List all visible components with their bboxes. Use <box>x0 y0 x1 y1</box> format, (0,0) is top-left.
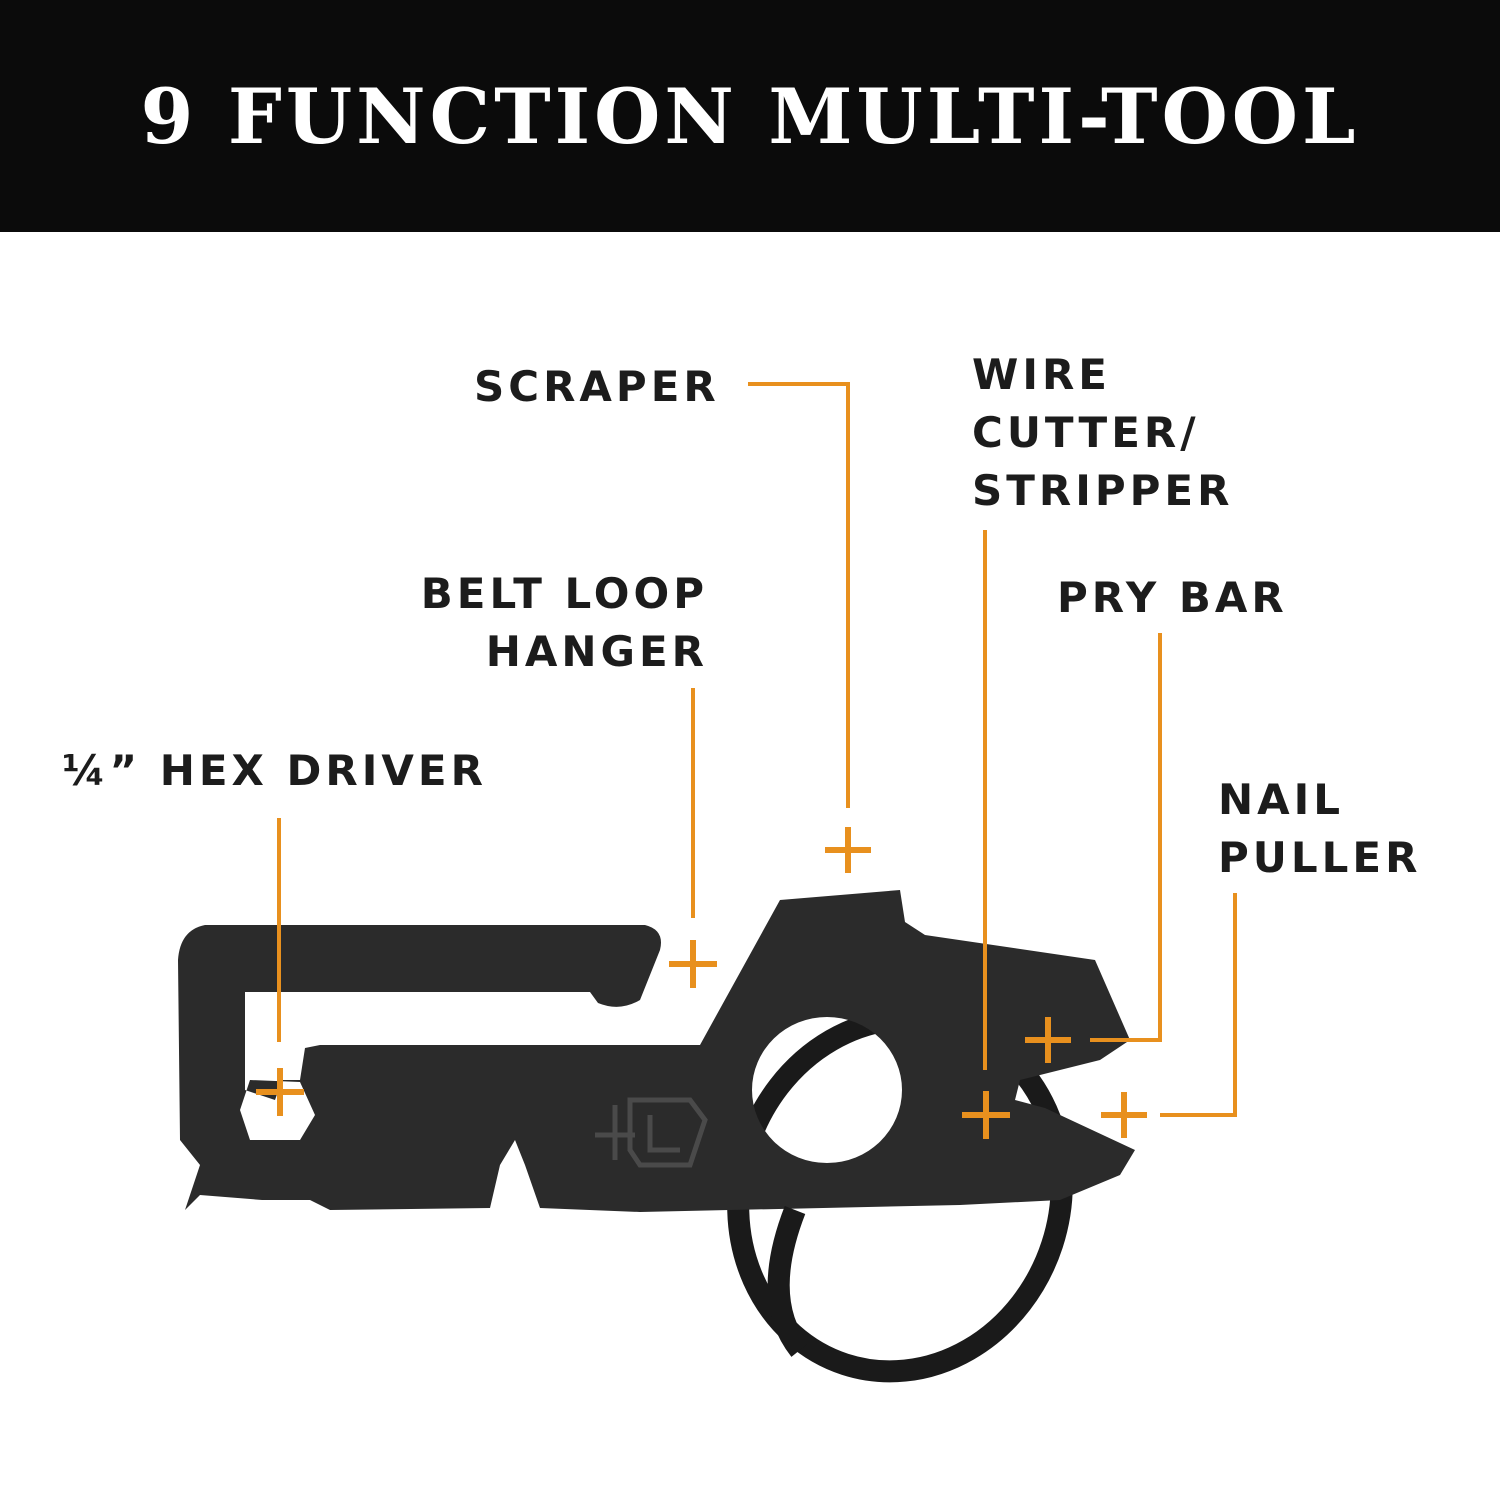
label-nail-puller: NAIL PULLER <box>1218 775 1422 882</box>
nail-puller-leader-line <box>1160 893 1237 1117</box>
key-ring-front <box>767 1206 809 1357</box>
header-band: 9 FUNCTION MULTI-TOOL <box>0 0 1500 232</box>
brand-logo-icon <box>595 1097 708 1168</box>
label-hex-driver: ¼” HEX DRIVER <box>62 746 487 795</box>
scraper-marker-icon <box>825 827 871 873</box>
label-pry-bar: PRY BAR <box>1057 573 1288 622</box>
wire-cutter-marker-icon <box>962 1091 1010 1139</box>
nail-puller-marker-icon <box>1101 1092 1147 1138</box>
pry-bar-marker-icon <box>1025 1017 1071 1063</box>
multi-tool-body <box>178 890 1135 1212</box>
label-wire-cutter-stripper: WIRE CUTTER/ STRIPPER <box>972 350 1234 515</box>
pry-bar-leader-line <box>1090 633 1162 1042</box>
label-scraper: SCRAPER <box>474 362 720 411</box>
page-title: 9 FUNCTION MULTI-TOOL <box>140 71 1360 161</box>
label-belt-loop-hanger: BELT LOOP HANGER <box>420 569 708 676</box>
scraper-leader-line <box>748 382 850 808</box>
belt-loop-marker-icon <box>669 940 717 988</box>
hex-driver-marker-icon <box>256 1068 304 1116</box>
